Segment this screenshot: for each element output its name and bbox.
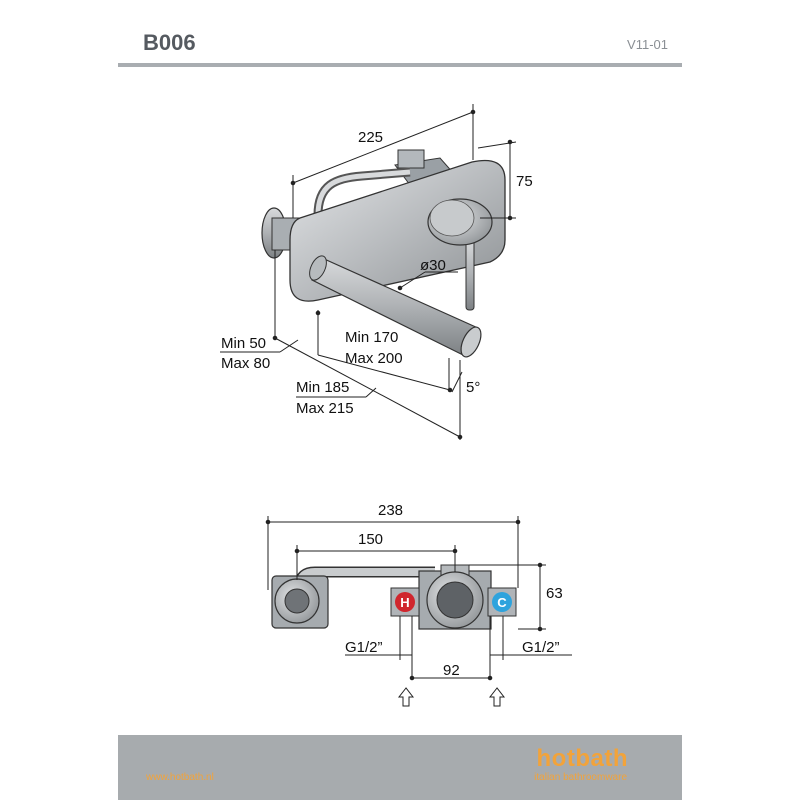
dim-diameter xyxy=(397,271,458,291)
inlet-spacing-label: 92 xyxy=(443,662,460,679)
inlet-left-label: G1/2” xyxy=(345,639,383,656)
total-min-label: Min 185 xyxy=(296,379,349,396)
inlet-right-label: G1/2” xyxy=(522,639,560,656)
mixer-body xyxy=(418,564,492,630)
cold-water-badge: C xyxy=(487,587,517,617)
angle-label: 5° xyxy=(466,379,480,396)
center-distance-label: 150 xyxy=(358,531,383,548)
cold-badge-label: C xyxy=(497,595,507,610)
dim-spout-projection xyxy=(274,250,463,440)
website-link[interactable]: www.hotbath.nl xyxy=(146,772,214,783)
version-label: V11-01 xyxy=(627,37,668,52)
total-max-label: Max 215 xyxy=(296,400,354,417)
inlet-arrow-left-icon xyxy=(397,687,415,707)
wall-connector xyxy=(271,575,329,629)
hot-badge-label: H xyxy=(400,595,409,610)
footer-bar: www.hotbath.nl hotbath italian bathroomw… xyxy=(118,735,682,800)
top-down-view: H C 238 150 xyxy=(265,502,572,707)
dim-total-projection xyxy=(272,335,463,440)
dim-height-63 xyxy=(469,562,546,632)
product-code: B006 xyxy=(143,30,196,55)
height-label: 75 xyxy=(516,173,533,190)
body-height-label: 63 xyxy=(546,585,563,602)
diameter-label: ø30 xyxy=(420,257,446,274)
brand-tagline: italian bathroomware xyxy=(534,772,627,783)
brand-logo: hotbath xyxy=(536,745,628,772)
spout-min-label: Min 170 xyxy=(345,329,398,346)
dim-width-225 xyxy=(290,104,476,218)
hot-water-badge: H xyxy=(390,587,420,617)
wall-max-label: Max 80 xyxy=(221,355,270,372)
header-divider xyxy=(118,63,682,67)
wall-plate xyxy=(289,159,506,302)
dim-width-238 xyxy=(265,516,521,590)
dim-height-75 xyxy=(477,139,517,221)
inlet-arrow-right-icon xyxy=(488,687,506,707)
isometric-view: 225 75 ø30 Min 170 Max 2 xyxy=(220,104,533,440)
wall-min-label: Min 50 xyxy=(221,335,266,352)
lever-handle xyxy=(427,198,493,311)
spout xyxy=(309,255,482,358)
dim-center-150 xyxy=(294,545,458,580)
spout-max-label: Max 200 xyxy=(345,350,403,367)
overall-width-label: 238 xyxy=(378,502,403,519)
width-label: 225 xyxy=(358,129,383,146)
dim-inlets xyxy=(345,616,572,681)
